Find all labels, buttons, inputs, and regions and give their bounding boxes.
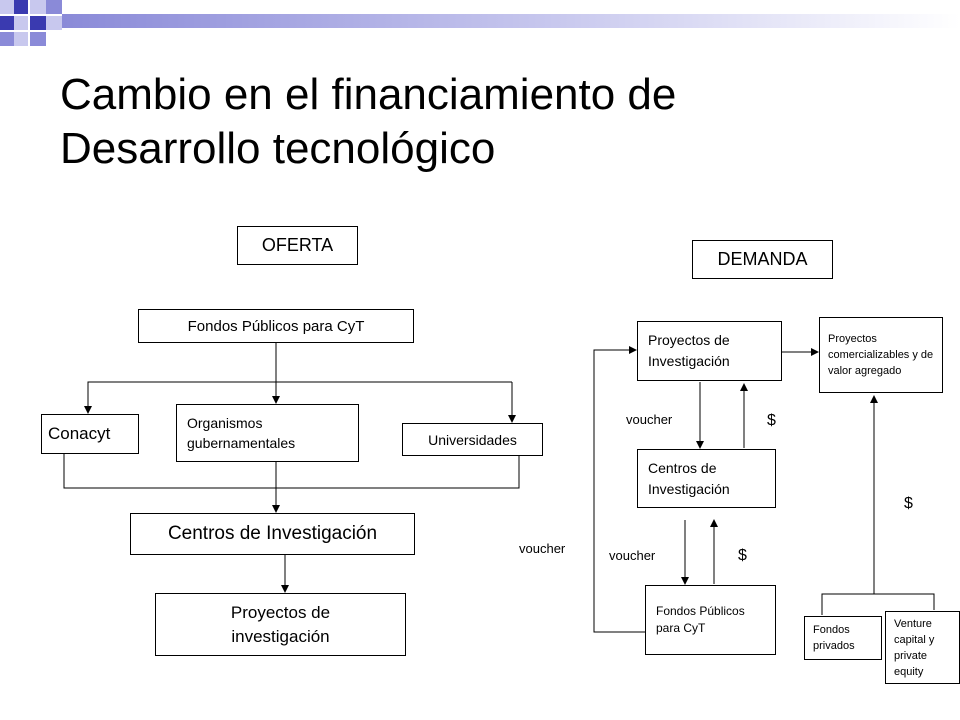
- decor-square-7: [14, 32, 28, 46]
- line-fondos-loop-to-proyinv: [593, 346, 645, 633]
- oferta-heading: OFERTA: [237, 226, 358, 265]
- decor-square-6: [30, 16, 46, 30]
- oferta-heading-text: OFERTA: [261, 235, 334, 255]
- oferta-universidades-box: Universidades: [402, 423, 543, 456]
- decor-square-10: [46, 0, 62, 14]
- line-private-join: [821, 593, 935, 615]
- demanda-fondos-privados-box: Fondos privados: [804, 616, 882, 660]
- decor-square-11: [46, 16, 62, 30]
- demanda-venture-text: Venture capital y private equity: [894, 617, 935, 678]
- decor-square-5: [14, 16, 28, 30]
- decor-square-8: [30, 32, 46, 46]
- oferta-proyectos-box: Proyectos de investigación: [155, 593, 406, 656]
- demanda-fondos-publicos-text: Fondos Públicos para CyT: [656, 604, 745, 635]
- demanda-centros-inv-text: Centros de Investigación: [648, 459, 730, 497]
- oferta-organismos-box: Organismos gubernamentales: [176, 404, 359, 462]
- decor-square-4: [0, 16, 14, 30]
- oferta-universidades-text: Universidades: [428, 431, 517, 448]
- label-dollar-right: $: [904, 495, 913, 512]
- decor-square-3: [30, 0, 46, 14]
- oferta-fondos-box: Fondos Públicos para CyT: [138, 309, 414, 343]
- decor-gradient-bar: [62, 14, 960, 28]
- label-dollar-1: $: [767, 412, 776, 429]
- title-line-2: Desarrollo tecnológico: [60, 124, 496, 173]
- label-voucher-2: voucher: [609, 548, 656, 563]
- oferta-centros-box: Centros de Investigación: [130, 513, 415, 555]
- oferta-centros-text: Centros de Investigación: [167, 523, 378, 544]
- oferta-conacyt-text: Conacyt: [48, 424, 111, 443]
- title-line-1: Cambio en el financiamiento de: [60, 70, 677, 119]
- demanda-proyectos-com-text: Proyectos comercializables y de valor ag…: [828, 333, 934, 377]
- label-dollar-2: $: [738, 547, 747, 564]
- demanda-fondos-privados-text: Fondos privados: [813, 624, 855, 652]
- oferta-organismos-text: Organismos gubernamentales: [187, 415, 296, 451]
- line-branch-conacyt: [84, 381, 512, 414]
- decor-square-2: [14, 0, 28, 14]
- demanda-venture-box: Venture capital y private equity: [885, 611, 960, 684]
- slide-title: Cambio en el financiamiento de Desarroll…: [60, 68, 676, 176]
- decor-square-9: [0, 32, 14, 46]
- demanda-proyectos-inv-box: Proyectos de Investigación: [637, 321, 782, 381]
- demanda-heading-text: DEMANDA: [717, 249, 808, 269]
- demanda-fondos-publicos-box: Fondos Públicos para CyT: [645, 585, 776, 655]
- label-voucher-outer: voucher: [519, 541, 566, 556]
- oferta-conacyt-box: Conacyt: [41, 414, 139, 454]
- label-voucher-1: voucher: [626, 412, 673, 427]
- demanda-proyectos-com-box: Proyectos comercializables y de valor ag…: [819, 317, 943, 393]
- demanda-centros-inv-box: Centros de Investigación: [637, 449, 776, 508]
- oferta-fondos-text: Fondos Públicos para CyT: [187, 317, 365, 335]
- oferta-proyectos-text: Proyectos de investigación: [230, 602, 331, 646]
- demanda-heading: DEMANDA: [692, 240, 833, 279]
- line-join-bottom: [63, 454, 520, 489]
- demanda-proyectos-inv-text: Proyectos de Investigación: [648, 332, 730, 369]
- decor-square-1: [0, 0, 14, 14]
